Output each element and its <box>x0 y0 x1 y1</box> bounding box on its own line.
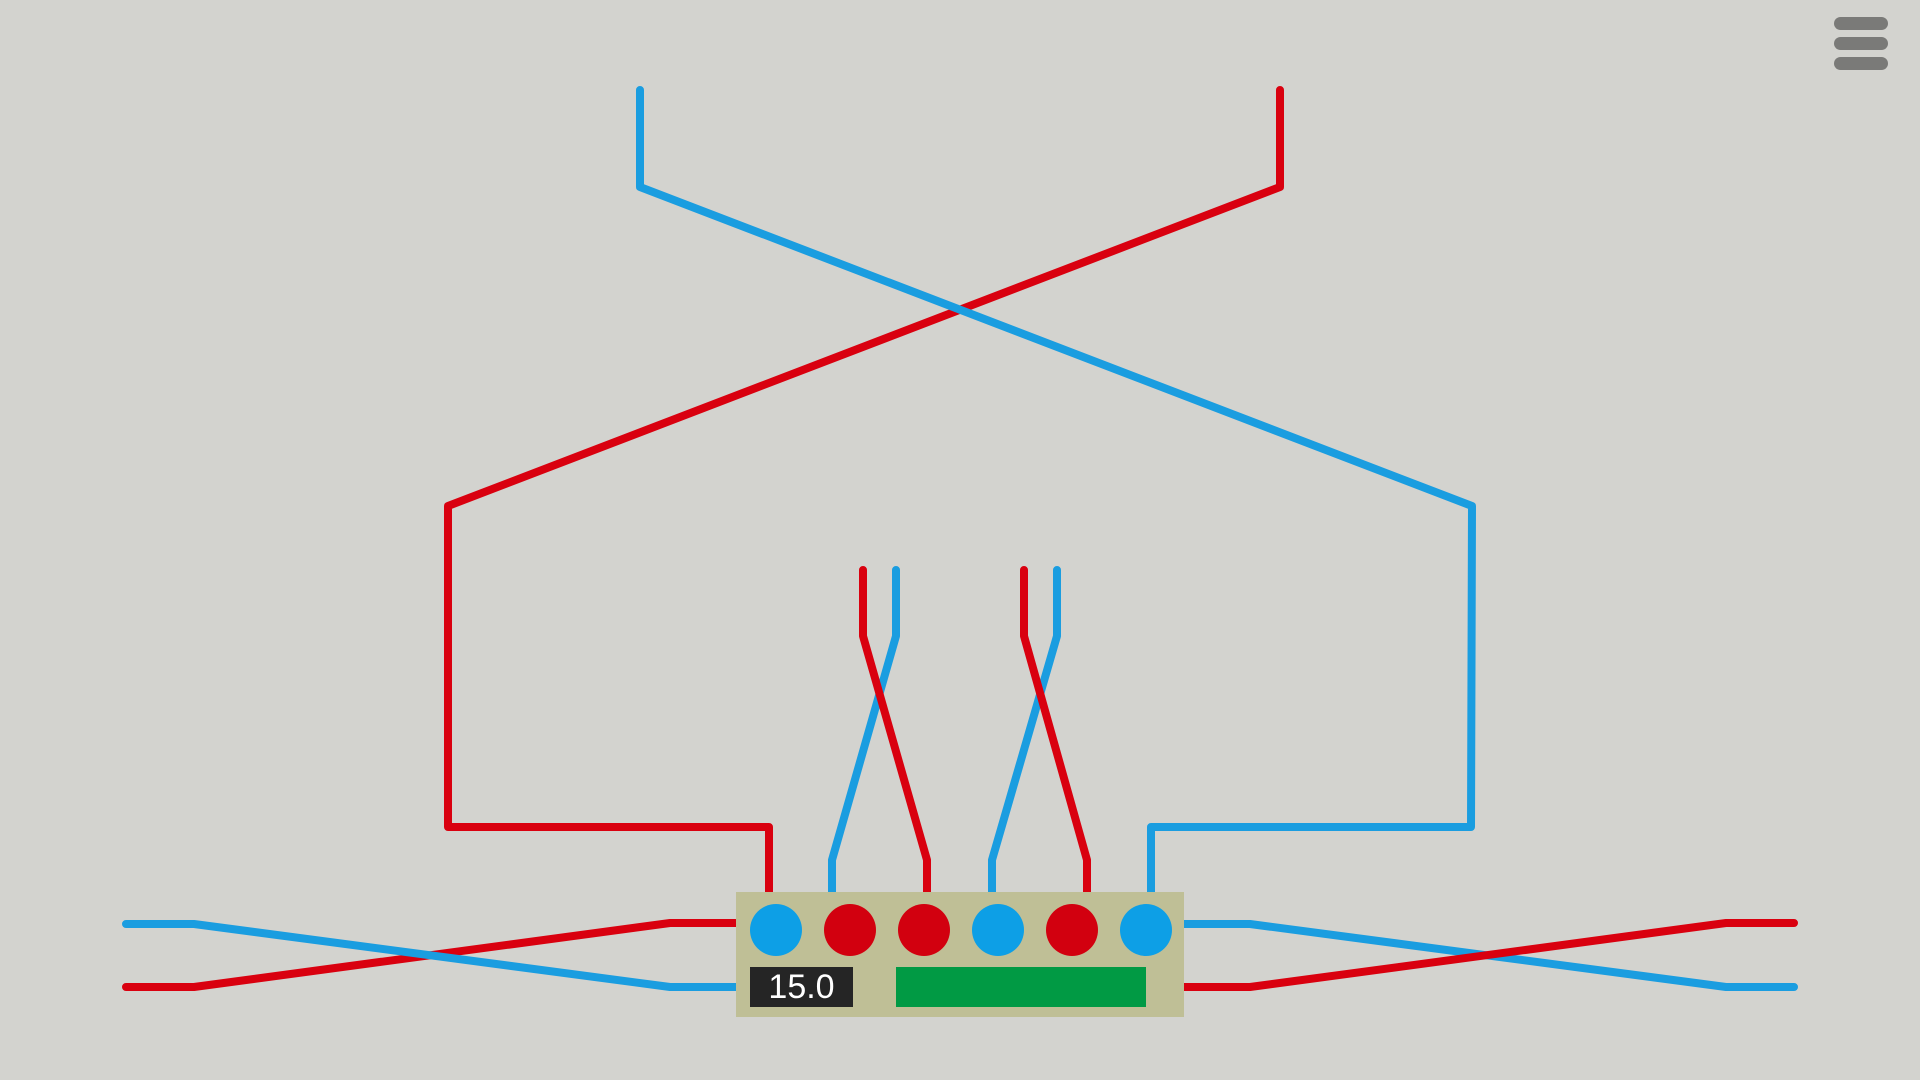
wire-blue-inner-2[interactable] <box>988 566 1061 896</box>
node-red-2[interactable] <box>898 904 950 956</box>
wire-red-outer[interactable] <box>444 86 1284 896</box>
node-blue-3[interactable] <box>1120 904 1172 956</box>
wire-blue-outer[interactable] <box>636 86 1476 896</box>
node-red-3[interactable] <box>1046 904 1098 956</box>
hamburger-menu-icon <box>1834 17 1888 30</box>
node-red-1[interactable] <box>824 904 876 956</box>
hamburger-menu-icon-bar <box>1834 57 1888 70</box>
menu-button[interactable] <box>1830 12 1892 74</box>
wire-red-right[interactable] <box>1180 919 1798 991</box>
progress-bar <box>896 967 1146 1007</box>
value-display: 15.0 <box>750 967 853 1007</box>
hamburger-menu-icon-bar <box>1834 37 1888 50</box>
wire-red-inner-2[interactable] <box>1020 566 1091 896</box>
node-blue-1[interactable] <box>750 904 802 956</box>
wire-red-inner-1[interactable] <box>859 566 931 896</box>
wire-blue-inner-1[interactable] <box>828 566 900 896</box>
wire-blue-left[interactable] <box>122 920 740 991</box>
control-panel: 15.0 <box>736 892 1184 1017</box>
node-blue-2[interactable] <box>972 904 1024 956</box>
